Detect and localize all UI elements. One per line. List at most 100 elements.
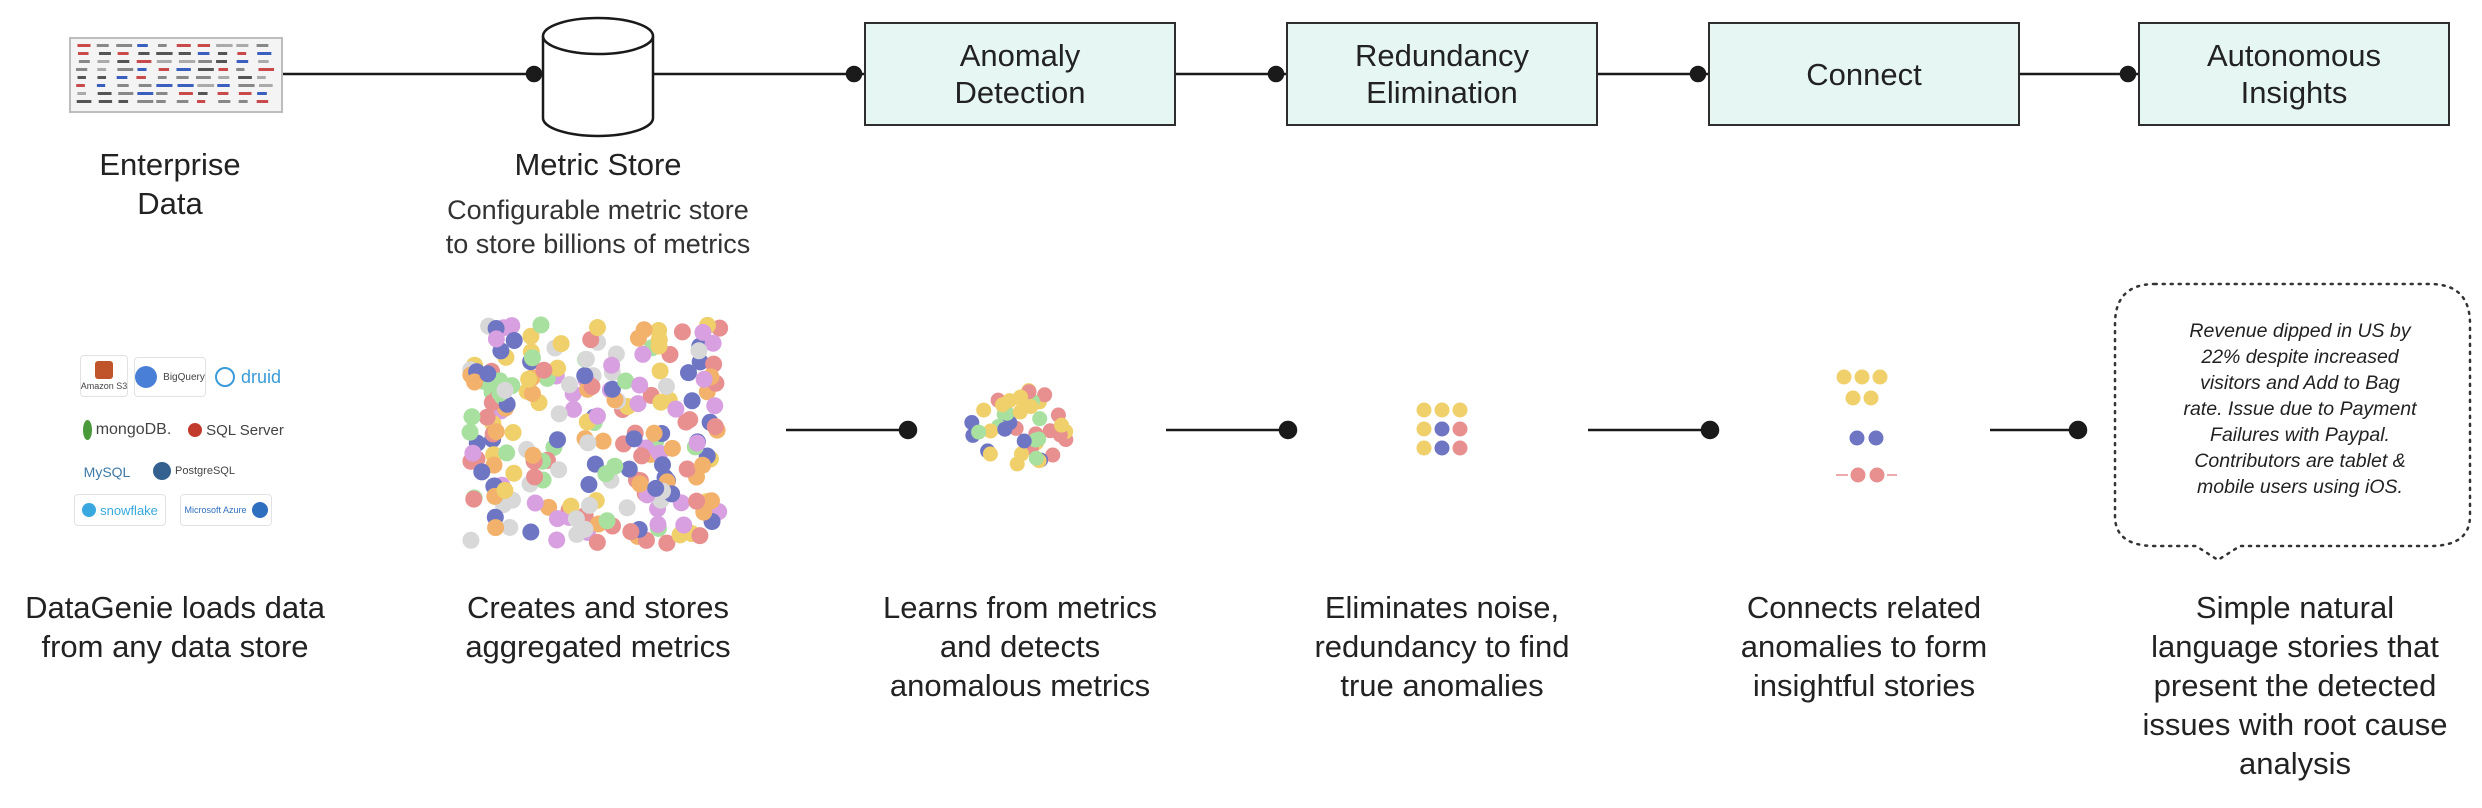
story-dot-yellow [1863, 390, 1879, 406]
anomaly-dot [1012, 404, 1028, 420]
caption-store-metrics: Creates and stores aggregated metrics [465, 590, 731, 664]
story-dot-yellow [1854, 369, 1870, 385]
thumbnail-cell [77, 44, 91, 47]
thumbnail-cell [117, 84, 129, 87]
metric-dot [548, 531, 566, 549]
story-dot-yellow [1836, 369, 1852, 385]
metric-dot [565, 400, 583, 418]
metric-dot [706, 397, 724, 415]
metric-dot [652, 393, 670, 411]
thumbnail-cell [197, 52, 210, 55]
thumbnail-cell [157, 76, 167, 79]
metric-dot [618, 499, 636, 517]
thumbnail-cell [257, 52, 272, 55]
anomaly-dot [995, 397, 1011, 413]
thumbnail-cell [217, 52, 228, 55]
logo-sql-server: SQL Server [186, 413, 286, 447]
metric-dot [461, 423, 479, 441]
metric-dot [496, 381, 514, 399]
thumbnail-cell [76, 100, 92, 103]
metric-dot [598, 512, 616, 530]
thumbnail-cell [217, 92, 229, 95]
grid-dot [1452, 402, 1468, 418]
stage-anomaly-detection[interactable]: Anomaly Detection [864, 22, 1176, 126]
thumbnail-cell [156, 92, 168, 95]
story-dot-red [1869, 467, 1885, 483]
thumbnail-cell [258, 84, 273, 87]
anomaly-dot [982, 446, 998, 462]
metric-dot [635, 321, 653, 339]
grid-dot [1452, 440, 1468, 456]
metric-dot [576, 367, 594, 385]
metric-dot [496, 481, 514, 499]
metric-dot [550, 461, 568, 479]
stage-autonomous-insights[interactable]: Autonomous Insights [2138, 22, 2450, 126]
metric-dot [631, 376, 649, 394]
metric-dot [549, 359, 567, 377]
thumbnail-cell [196, 76, 211, 79]
thumbnail-cell [216, 44, 233, 47]
metric-dot [473, 463, 491, 481]
story-dot-blue [1868, 430, 1884, 446]
metric-dot [479, 365, 497, 383]
thumbnail-cell [238, 76, 252, 79]
thumbnail-cell [236, 68, 245, 71]
anomaly-dot [1032, 411, 1048, 427]
stage-connect[interactable]: Connect [1708, 22, 2020, 126]
anomaly-dot [971, 424, 987, 440]
metric-dot [522, 523, 540, 541]
metric-dot [658, 534, 676, 552]
thumbnail-cell [96, 44, 109, 47]
metric-dot [523, 385, 541, 403]
thumbnail-cell [117, 60, 130, 63]
thumbnail-cell [236, 44, 249, 47]
insight-story-text: Revenue dipped in US by 22% despite incr… [2183, 320, 2417, 498]
thumbnail-cell [98, 100, 113, 103]
anomaly-dot [1014, 446, 1030, 462]
metric-store-label: Metric Store [514, 147, 682, 182]
caption-connect-anomalies: Connects related anomalies to form insig… [1740, 590, 1988, 703]
thumbnail-cell [176, 68, 191, 71]
thumbnail-cell [197, 44, 211, 47]
metric-dot [550, 405, 568, 423]
story-dot-yellow [1872, 369, 1888, 385]
thumbnail-cell [137, 68, 147, 71]
metric-dot [588, 407, 606, 425]
metric-dot [617, 372, 635, 390]
anomaly-dot [976, 402, 992, 418]
metric-dot [487, 423, 505, 441]
grid-dot [1416, 402, 1432, 418]
thumbnail-cell [257, 76, 266, 79]
story-dot-red [1850, 467, 1866, 483]
thumbnail-cell [117, 68, 134, 71]
thumbnail-cell [118, 100, 129, 103]
metric-dot [487, 519, 505, 537]
metric-store-description: Configurable metric store to store billi… [445, 195, 751, 259]
sql-server-icon [188, 423, 203, 437]
caption-eliminate-redundancy: Eliminates noise, redundancy to find tru… [1314, 590, 1570, 703]
metric-dot [649, 515, 667, 533]
thumbnail-cell [197, 84, 215, 87]
metric-dot [535, 361, 553, 379]
stage-redundancy-elimination[interactable]: Redundancy Elimination [1286, 22, 1598, 126]
thumbnail-cell [256, 44, 269, 47]
thumbnail-cell [137, 92, 154, 95]
metric-dot [526, 468, 544, 486]
thumbnail-cell [177, 84, 194, 87]
story-dot-yellow [1845, 390, 1861, 406]
anomaly-dot [1016, 433, 1032, 449]
thumbnail-cell [238, 100, 248, 103]
thumbnail-cell [156, 100, 166, 103]
thumbnail-cell [77, 92, 86, 95]
anomaly-dot [983, 423, 999, 439]
thumbnail-cell [137, 100, 154, 103]
metric-dot [654, 456, 672, 474]
metric-dot [679, 364, 697, 382]
thumbnail-cell [138, 84, 152, 87]
metric-dot [552, 335, 570, 353]
amazon-s3-icon [95, 361, 113, 379]
metric-dot [647, 479, 665, 497]
thumbnail-cell [238, 92, 252, 95]
metric-dot [588, 533, 606, 551]
metric-dot [462, 531, 480, 549]
